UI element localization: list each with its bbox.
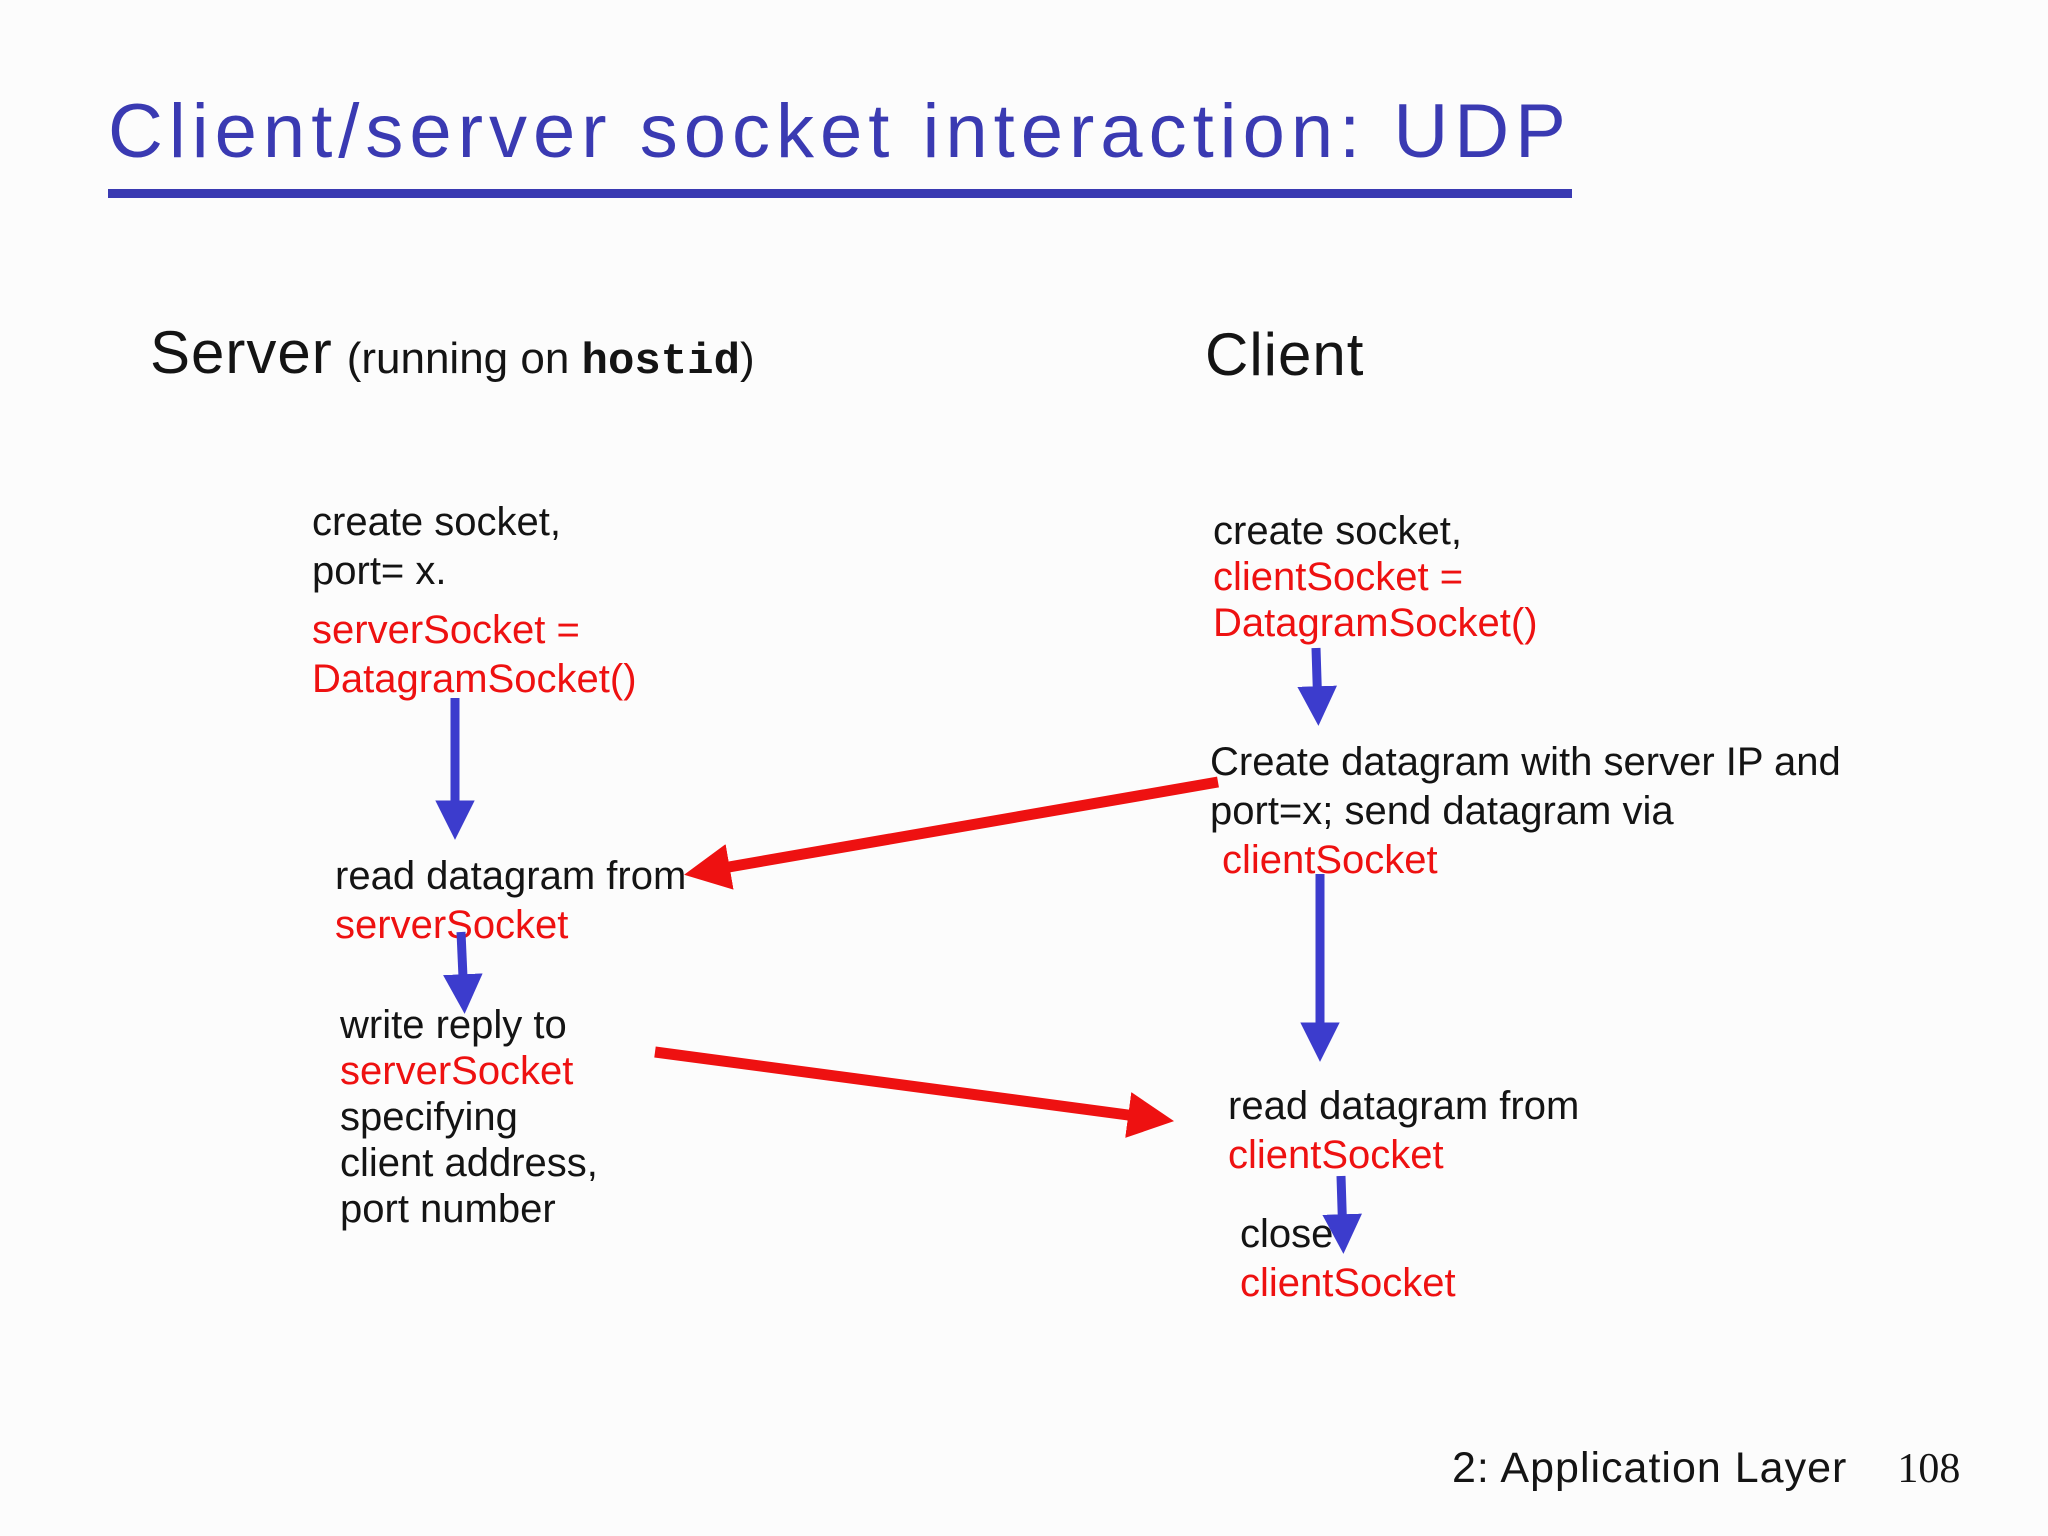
step-line: port= x. [312, 549, 447, 593]
step-line-code: DatagramSocket() [1213, 601, 1538, 645]
step-line: port number [340, 1187, 556, 1231]
step-line: Create datagram with server IP and [1210, 740, 1841, 784]
slide-title: Client/server socket interaction: UDP [108, 88, 1572, 198]
step-line-code: serverSocket = [312, 608, 580, 652]
client-step-create-socket: create socket, clientSocket = DatagramSo… [1213, 508, 1538, 646]
step-line: close [1240, 1212, 1334, 1256]
server-step-create-socket: create socket, port= x. serverSocket = D… [312, 498, 637, 704]
client-step-send-datagram: Create datagram with server IP and port=… [1210, 738, 1841, 885]
step-line-code: DatagramSocket() [312, 657, 637, 701]
step-line: read datagram from [1228, 1084, 1580, 1128]
step-line-code: clientSocket [1222, 838, 1438, 882]
message-arrow-reply-datagram [654, 1046, 1175, 1138]
footer: 2: Application Layer 108 [1452, 1444, 1960, 1493]
flow-arrow-client-read-to-close [1322, 1175, 1362, 1254]
server-note-close: ) [739, 334, 755, 383]
flow-arrow-client-create-to-send [1297, 647, 1337, 726]
server-heading: Server(running on hostid) [150, 318, 755, 387]
message-arrow-request-datagram [684, 776, 1219, 890]
server-step-write-reply: write reply to serverSocket specifying c… [340, 1002, 598, 1232]
step-line: read datagram from [335, 854, 687, 898]
client-heading-label: Client [1205, 321, 1365, 388]
step-line: create socket, [1213, 509, 1463, 553]
footer-page-number: 108 [1897, 1446, 1961, 1492]
server-heading-note: (running on hostid) [346, 334, 755, 387]
step-line: create socket, [312, 500, 562, 544]
step-line-code: serverSocket [335, 903, 569, 947]
server-step-read-datagram: read datagram from serverSocket [335, 852, 686, 950]
server-heading-label: Server [150, 319, 333, 386]
step-line-code: clientSocket [1228, 1133, 1444, 1177]
step-line: port=x; send datagram via [1210, 789, 1674, 833]
server-note-open: (running on [346, 334, 582, 383]
step-line-code: clientSocket [1240, 1261, 1456, 1305]
client-step-read-datagram: read datagram from clientSocket [1228, 1082, 1579, 1180]
step-line-code: serverSocket [340, 1049, 574, 1093]
step-line: client address, [340, 1141, 598, 1185]
footer-section-label: 2: Application Layer [1452, 1444, 1848, 1492]
step-line-code: clientSocket = [1213, 555, 1464, 599]
step-line: specifying [340, 1095, 518, 1139]
hostid-code: hostid [581, 337, 740, 387]
client-heading: Client [1205, 320, 1364, 389]
flow-arrow-server-read-to-write [443, 931, 483, 1014]
client-step-close-socket: close clientSocket [1240, 1210, 1456, 1308]
